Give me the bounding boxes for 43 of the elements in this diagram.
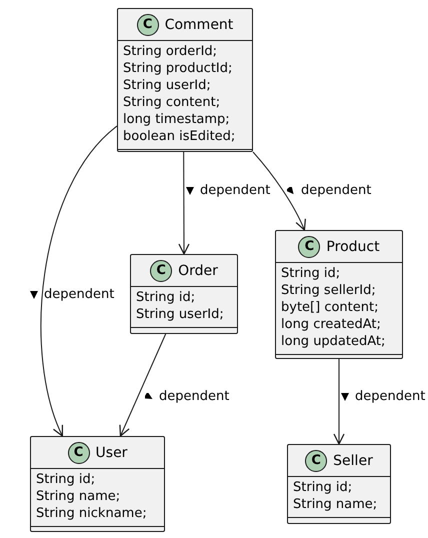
- class-field: String userId;: [136, 306, 224, 323]
- class-stereotype-icon: C: [150, 260, 172, 282]
- class-field: String id;: [293, 479, 352, 496]
- class-stereotype-icon: C: [298, 236, 320, 258]
- class-box: [275, 230, 403, 359]
- class-box: [117, 8, 253, 152]
- class-stereotype-icon: C: [136, 14, 159, 36]
- edge-label: dependent: [301, 183, 372, 199]
- class-field: String name;: [36, 488, 120, 505]
- class-name: Product: [326, 240, 380, 254]
- dependency-arrow: [119, 334, 166, 437]
- class-name: Comment: [164, 18, 234, 32]
- class-field: String sellerId;: [281, 282, 376, 299]
- class-box: [287, 444, 391, 524]
- class-stereotype-icon: C: [68, 442, 90, 464]
- class-stereotype-icon: C: [305, 450, 328, 472]
- class-field: String orderId;: [123, 43, 218, 60]
- class-box: [30, 436, 165, 532]
- class-field: boolean isEdited;: [123, 128, 236, 145]
- dependency-arrow: [333, 358, 345, 445]
- class-field: String id;: [36, 471, 96, 488]
- edge-label: dependent: [355, 389, 426, 405]
- class-field: String id;: [136, 289, 196, 306]
- class-name: User: [96, 446, 128, 460]
- class-name: Order: [178, 264, 218, 278]
- class-field: String content;: [123, 94, 220, 111]
- class-field: long createdAt;: [281, 316, 381, 333]
- class-box: [130, 254, 238, 334]
- edge-label: dependent: [200, 183, 270, 199]
- dependency-arrow: [178, 152, 190, 255]
- dependency-arrow: [252, 152, 306, 231]
- class-field: String productId;: [123, 60, 232, 77]
- class-field: String id;: [281, 265, 340, 282]
- class-name: Seller: [333, 454, 373, 468]
- class-field: long updatedAt;: [281, 333, 386, 350]
- class-field: String nickname;: [36, 505, 147, 522]
- class-field: String name;: [293, 496, 378, 513]
- class-field: byte[] content;: [281, 299, 378, 316]
- dependency-arrow: [40, 126, 118, 437]
- edge-label: dependent: [159, 389, 230, 405]
- class-field: long timestamp;: [123, 111, 230, 128]
- class-field: String userId;: [123, 77, 211, 94]
- edge-label: dependent: [44, 287, 114, 303]
